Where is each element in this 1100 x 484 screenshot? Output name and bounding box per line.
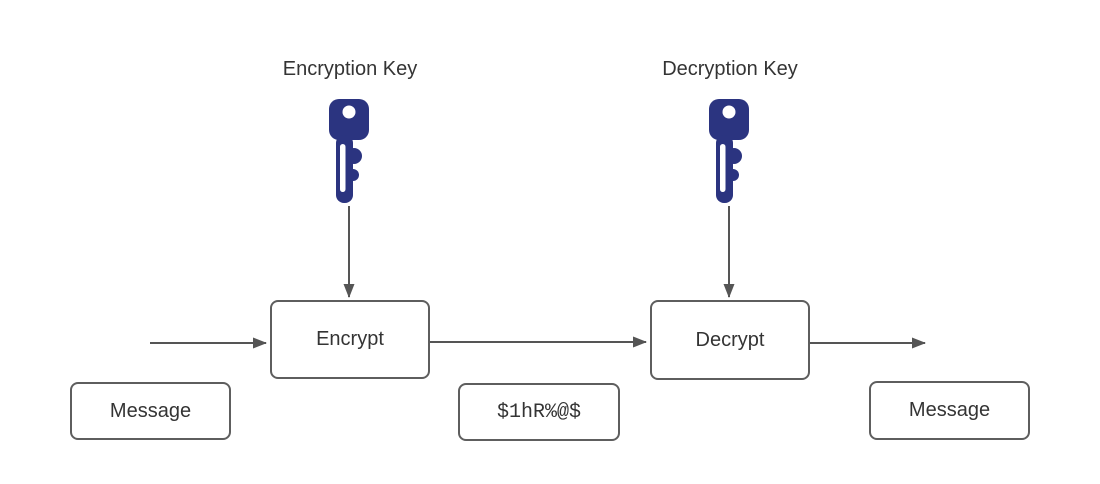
encrypt-box: Encrypt xyxy=(270,300,430,379)
decryption-key-label: Decryption Key xyxy=(662,58,798,80)
ciphertext-box: $1hR%@$ xyxy=(458,383,620,441)
decrypt-box: Decrypt xyxy=(650,300,810,380)
message-box-input: Message xyxy=(70,382,231,440)
message-box-output: Message xyxy=(869,381,1030,440)
decryption-key-icon xyxy=(709,99,749,203)
encryption-key-icon xyxy=(329,99,369,203)
encryption-key-label: Encryption Key xyxy=(282,58,418,80)
